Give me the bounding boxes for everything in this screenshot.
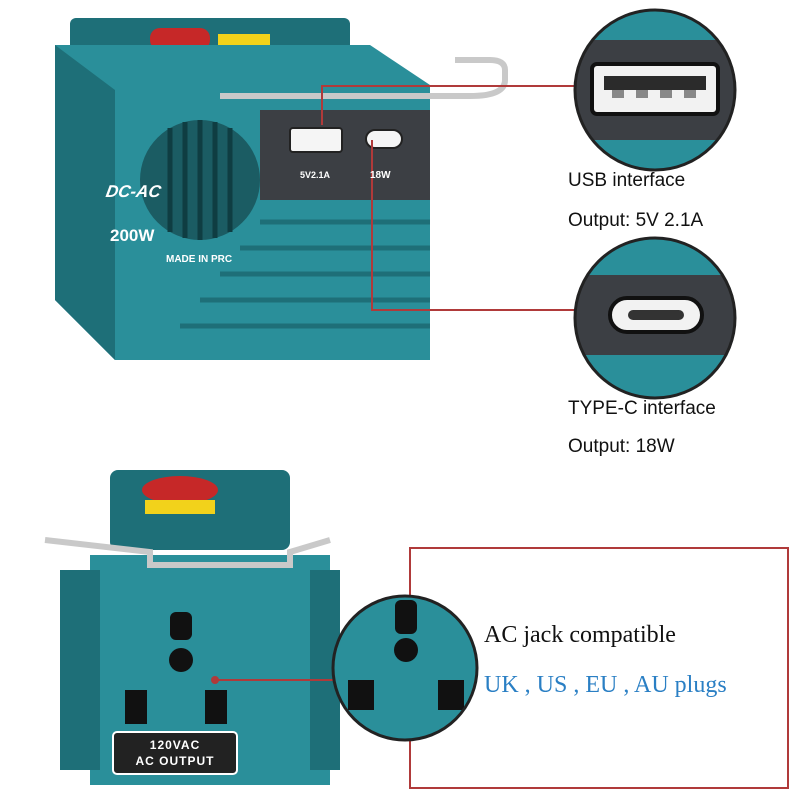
metal-handle [44,537,331,568]
ac-callout-subtitle: UK , US , EU , AU plugs [484,672,727,698]
usb-port-label: 5V2.1A [300,170,331,180]
power-rating-text: 200W [110,226,155,245]
usb-zoom-circle [573,8,737,172]
usb-port [289,127,343,153]
port-panel [260,110,430,200]
bottom-inverter-device [44,470,340,785]
brand-text: DC-AC [104,182,163,201]
metal-handle [220,57,508,99]
usb-callout-title: USB interface [568,170,686,191]
output-plate [112,731,238,775]
yellow-sticker [145,500,215,514]
typec-callout-subtitle: Output: 18W [568,436,675,457]
top-inverter-device [55,18,508,360]
red-button [142,476,218,504]
origin-text: MADE IN PRC [166,254,233,265]
output-plate-line2: AC OUTPUT [135,754,215,768]
red-button [150,28,210,50]
typec-callout-title: TYPE-C interface [568,398,716,419]
usb-callout-subtitle: Output: 5V 2.1A [568,210,704,231]
ac-callout-title: AC jack compatible [484,622,676,648]
ac-zoom-circle [331,594,479,742]
typec-port [365,129,403,149]
universal-socket [125,612,227,724]
typec-zoom-circle [573,236,737,400]
output-plate-line1: 120VAC [149,738,201,752]
typec-port-label: 18W [370,170,391,181]
